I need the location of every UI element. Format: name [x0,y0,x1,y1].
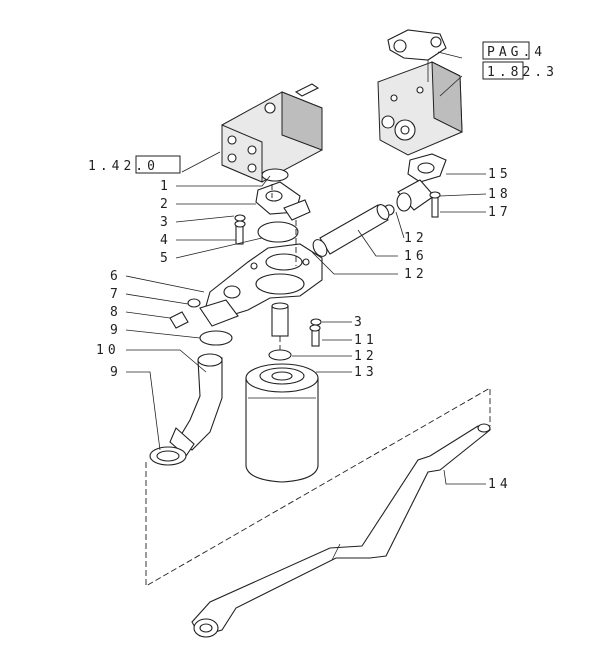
callout-9-lower: 9 [110,365,122,380]
plug-8 [169,311,189,329]
screw-11 [309,324,321,347]
page-ref-142: 1.42.0 [88,159,159,174]
callout-10: 10 [96,343,120,358]
callout-3-lower: 3 [354,315,366,330]
page-ref-182: 1.82.3 [487,65,558,80]
hose [169,353,223,457]
screw-3-lower [310,318,322,326]
o-ring-5 [257,221,299,243]
suction-pipe [191,423,492,638]
page-ref-box-182: 1.82.3 [482,61,558,80]
callout-4: 4 [160,233,172,248]
page-ref-box-142: 1.42.0 [88,155,181,174]
tube [312,204,390,257]
flange-elbow [383,153,447,218]
callout-12-tube-lower: 12 [404,267,428,282]
callout-6: 6 [110,269,122,284]
callout-7: 7 [110,287,122,302]
o-ring-1 [261,168,289,182]
callout-2: 2 [160,197,172,212]
filter-head [199,243,323,327]
callout-3-top: 3 [160,215,172,230]
washer-7 [187,298,201,308]
hose-clamp-upper [199,330,233,346]
screw-4 [234,220,246,245]
callout-12-tube-upper: 12 [404,231,428,246]
callout-9-upper: 9 [110,323,122,338]
threaded-nipple [271,302,289,337]
callout-11: 11 [354,333,378,348]
callout-1: 1 [160,179,172,194]
filter-cartridge [245,363,319,483]
hydraulic-pump-right [377,61,463,156]
hose-clamp-lower [149,446,187,466]
callout-5: 5 [160,251,172,266]
screw-3-top [234,214,246,222]
callout-14: 14 [488,477,512,492]
hydraulic-pump-left [221,83,323,183]
adapter-plate [255,181,311,221]
callout-16: 16 [404,249,428,264]
callout-13: 13 [354,365,378,380]
callout-12-lower: 12 [354,349,378,364]
seal-12 [268,349,292,361]
callout-17: 17 [488,205,512,220]
callout-18: 18 [488,187,512,202]
valve-fitting [387,29,447,82]
callout-15: 15 [488,167,512,182]
page-ref-pag: PAG.4 [487,45,546,60]
callout-8: 8 [110,305,122,320]
page-ref-box-pag: PAG.4 [482,41,546,60]
